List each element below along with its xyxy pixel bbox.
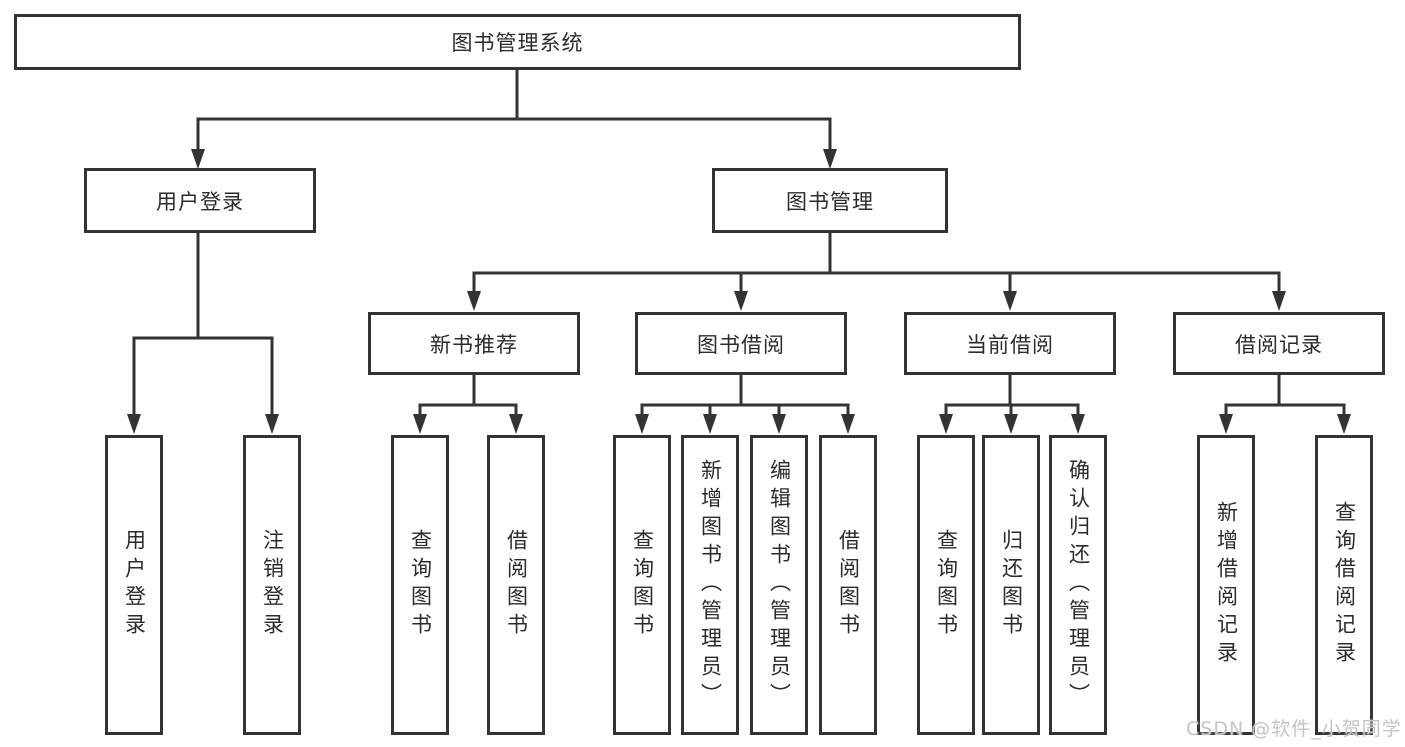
leaf-add-books-admin: 新增图书（管理员） bbox=[681, 435, 739, 735]
leaf-label: 新增借阅记录 bbox=[1214, 501, 1239, 669]
arrowheads bbox=[127, 149, 1351, 434]
leaf-query-books-current: 查询图书 bbox=[917, 435, 975, 735]
leaf-logout: 注销登录 bbox=[243, 435, 301, 735]
arrow-down-icon bbox=[1004, 414, 1018, 434]
leaf-label: 注销登录 bbox=[260, 529, 285, 641]
node-book-management: 图书管理 bbox=[712, 168, 948, 233]
arrow-down-icon bbox=[1219, 414, 1233, 434]
leaf-label: 归还图书 bbox=[999, 529, 1024, 641]
arrow-down-icon bbox=[772, 414, 786, 434]
connector-user-login-leaves bbox=[132, 231, 274, 418]
node-user-login: 用户登录 bbox=[84, 168, 316, 233]
leaf-borrow-books: 借阅图书 bbox=[819, 435, 877, 735]
arrow-down-icon bbox=[265, 414, 279, 434]
leaf-label: 查询图书 bbox=[934, 529, 959, 641]
leaf-label: 借阅图书 bbox=[504, 529, 529, 641]
connector-root-level2 bbox=[196, 68, 832, 154]
arrow-down-icon bbox=[1337, 414, 1351, 434]
leaf-label: 查询图书 bbox=[630, 529, 655, 641]
connector-book-borrowing-leaves bbox=[640, 373, 850, 419]
arrow-down-icon bbox=[823, 149, 837, 169]
arrow-down-icon bbox=[635, 414, 649, 434]
node-library-management-system: 图书管理系统 bbox=[14, 14, 1021, 70]
node-label: 借阅记录 bbox=[1235, 332, 1323, 357]
leaf-label: 借阅图书 bbox=[836, 529, 861, 641]
node-label: 新书推荐 bbox=[430, 332, 518, 357]
node-label: 图书管理 bbox=[786, 189, 874, 214]
leaf-label: 查询图书 bbox=[408, 529, 433, 641]
arrow-down-icon bbox=[1003, 291, 1017, 311]
connector-current-borrowing-leaves bbox=[944, 373, 1080, 419]
watermark: CSDN @软件_小贺同学 bbox=[1186, 718, 1402, 740]
arrow-down-icon bbox=[734, 291, 748, 311]
node-current-borrowing: 当前借阅 bbox=[904, 312, 1116, 375]
node-label: 用户登录 bbox=[156, 189, 244, 214]
connector-new-book-leaves bbox=[418, 373, 518, 419]
arrow-down-icon bbox=[127, 414, 141, 434]
node-label: 当前借阅 bbox=[966, 332, 1054, 357]
node-book-borrowing: 图书借阅 bbox=[635, 312, 847, 375]
arrow-down-icon bbox=[1272, 291, 1286, 311]
arrow-down-icon bbox=[467, 291, 481, 311]
node-new-book-recommendation: 新书推荐 bbox=[368, 312, 580, 375]
leaf-confirm-return-admin: 确认归还（管理员） bbox=[1049, 435, 1107, 735]
leaf-label: 编辑图书（管理员） bbox=[767, 459, 792, 711]
leaf-label: 查询借阅记录 bbox=[1332, 501, 1357, 669]
connector-book-management-level3 bbox=[472, 231, 1281, 296]
leaf-label: 用户登录 bbox=[122, 529, 147, 641]
arrow-down-icon bbox=[703, 414, 717, 434]
connector-borrowing-records-leaves bbox=[1224, 373, 1346, 419]
arrow-down-icon bbox=[1071, 414, 1085, 434]
leaf-query-books-borrowing: 查询图书 bbox=[613, 435, 671, 735]
arrow-down-icon bbox=[191, 149, 205, 169]
leaf-borrow-books-recommend: 借阅图书 bbox=[487, 435, 545, 735]
leaf-label: 确认归还（管理员） bbox=[1066, 459, 1091, 711]
leaf-query-books-recommend: 查询图书 bbox=[391, 435, 449, 735]
leaf-add-borrow-record: 新增借阅记录 bbox=[1197, 435, 1255, 735]
arrow-down-icon bbox=[939, 414, 953, 434]
arrow-down-icon bbox=[509, 414, 523, 434]
node-label: 图书管理系统 bbox=[451, 31, 584, 55]
node-label: 图书借阅 bbox=[697, 332, 785, 357]
arrow-down-icon bbox=[841, 414, 855, 434]
leaf-user-login: 用户登录 bbox=[105, 435, 163, 735]
node-borrowing-records: 借阅记录 bbox=[1173, 312, 1385, 375]
arrow-down-icon bbox=[413, 414, 427, 434]
leaf-label: 新增图书（管理员） bbox=[698, 459, 723, 711]
leaf-edit-books-admin: 编辑图书（管理员） bbox=[750, 435, 808, 735]
leaf-query-borrow-record: 查询借阅记录 bbox=[1315, 435, 1373, 735]
leaf-return-books: 归还图书 bbox=[982, 435, 1040, 735]
